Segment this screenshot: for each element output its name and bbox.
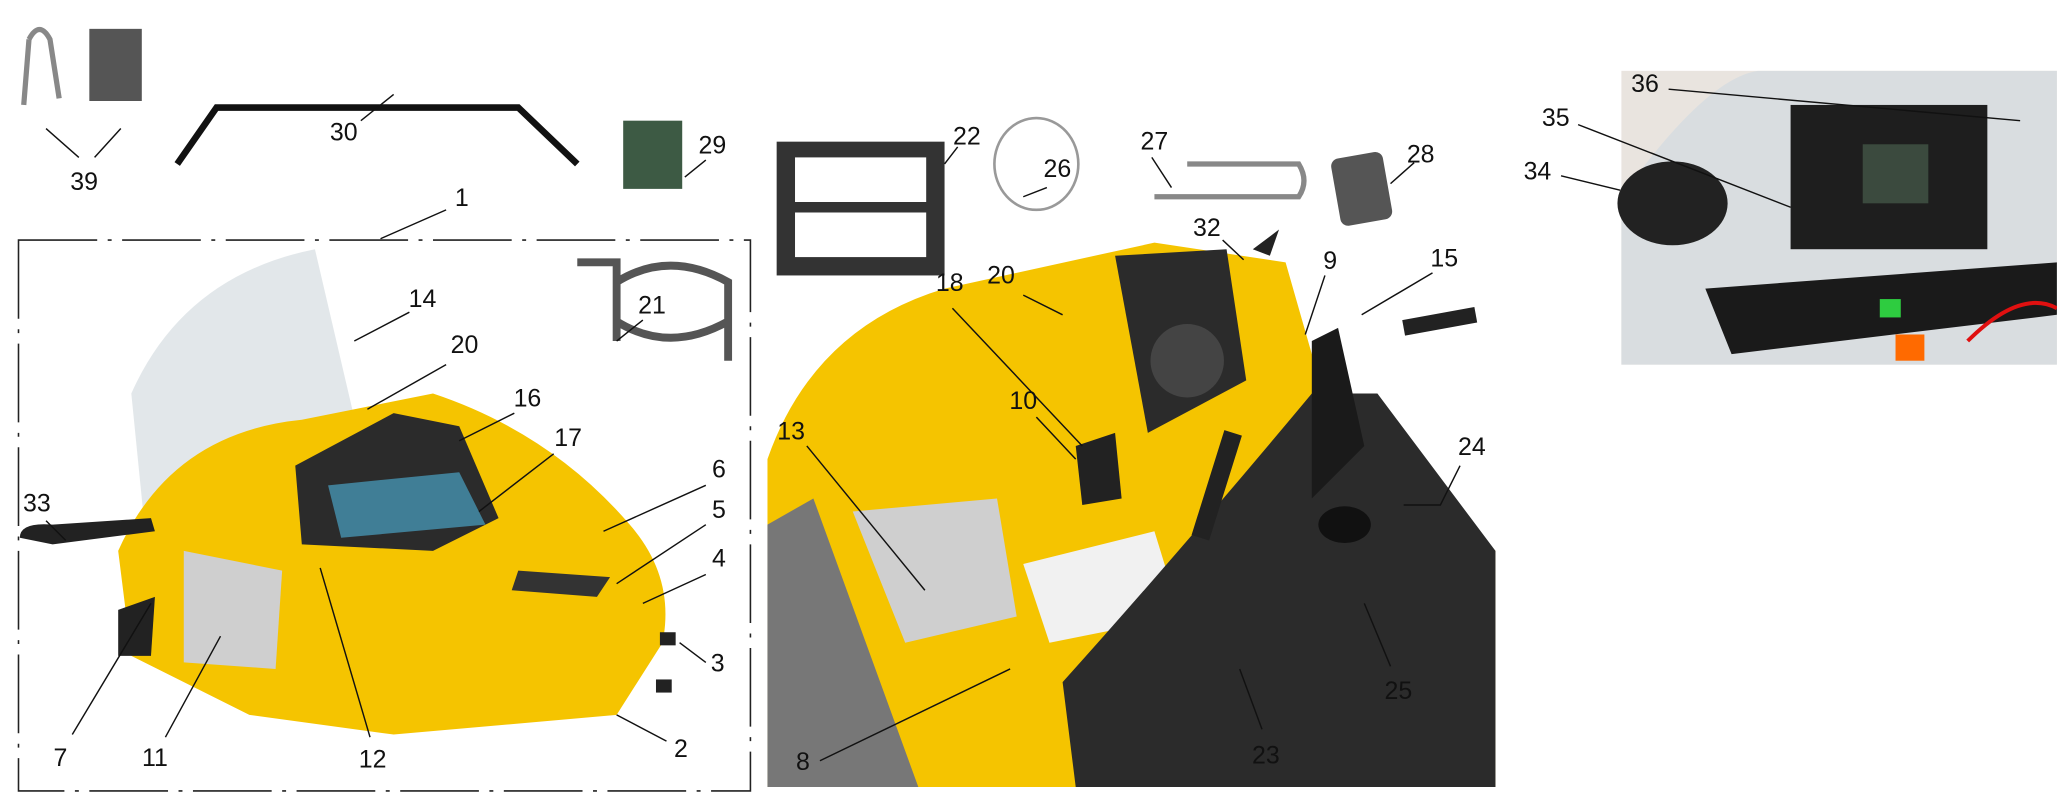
leader-line-32	[1222, 239, 1245, 261]
callout-label-25: 25	[1385, 677, 1413, 705]
callout-label-12: 12	[359, 745, 387, 773]
plate-22-part	[776, 141, 945, 276]
leader-line-27	[1151, 157, 1173, 188]
leader-line-2	[616, 714, 667, 742]
leader-line-33	[45, 520, 67, 541]
callout-label-5: 5	[712, 496, 726, 524]
leader-line-3	[679, 642, 707, 663]
callout-label-35: 35	[1542, 104, 1570, 132]
leader-line-15	[1361, 272, 1433, 316]
leader-line-6	[603, 484, 707, 532]
hood-assembly-part	[118, 249, 676, 735]
callout-label-32: 32	[1193, 214, 1221, 242]
callout-label-28: 28	[1407, 141, 1435, 169]
leader-line-16	[458, 412, 515, 442]
assembly-1-frame	[17, 239, 752, 792]
callout-label-11: 11	[142, 744, 168, 772]
leader-line-35	[1577, 123, 1791, 208]
leader-line-14	[353, 311, 410, 342]
callout-label-26: 26	[1043, 155, 1071, 183]
leader-line-12	[319, 567, 371, 738]
callout-label-34: 34	[1524, 158, 1552, 186]
callout-label-20: 20	[987, 261, 1015, 289]
leader-line-11	[164, 635, 222, 738]
callout-label-14: 14	[409, 285, 437, 313]
callout-label-8: 8	[796, 748, 810, 776]
leader-line-8	[819, 668, 1011, 762]
rod-27-part	[1154, 161, 1307, 200]
callout-label-17: 17	[554, 424, 582, 452]
leader-line-17	[478, 453, 555, 513]
callout-label-16: 16	[514, 385, 542, 413]
callout-label-13: 13	[777, 417, 805, 445]
callout-label-22: 22	[953, 122, 981, 150]
leader-line-18	[951, 307, 1083, 447]
clip-39-part	[21, 26, 142, 106]
callout-label-30: 30	[330, 118, 358, 146]
leader-line-39	[94, 128, 122, 158]
callout-label-39: 39	[70, 168, 98, 196]
handlebar-photo	[1617, 70, 2057, 365]
leader-line-9	[1304, 275, 1326, 335]
leader-line-36	[1668, 88, 2021, 122]
leader-line-30	[360, 93, 395, 122]
callout-label-4: 4	[712, 545, 726, 573]
leader-line-26	[1022, 186, 1048, 198]
leader-line-22	[943, 146, 959, 165]
callout-label-21: 21	[638, 291, 666, 319]
leader-line-7	[71, 603, 152, 735]
leader-line-25	[1363, 603, 1392, 667]
bracket-30-part	[174, 104, 580, 167]
leader-line-4	[642, 573, 707, 605]
callout-label-10: 10	[1009, 387, 1037, 415]
leader-line-39	[45, 128, 80, 158]
callout-label-33: 33	[23, 490, 51, 518]
snowmobile-photo	[767, 229, 1496, 788]
leader-line-10	[1035, 416, 1077, 460]
leader-line-20	[1022, 294, 1063, 316]
callout-label-24: 24	[1458, 433, 1486, 461]
leader-line-34	[1560, 175, 1621, 191]
callout-label-9: 9	[1323, 247, 1337, 275]
callout-label-1: 1	[455, 184, 469, 212]
leader-line-13	[806, 445, 926, 591]
callout-label-29: 29	[699, 131, 727, 159]
callout-label-2: 2	[674, 735, 688, 763]
bushing-28-part	[1331, 151, 1393, 226]
callout-label-6: 6	[712, 455, 726, 483]
callout-label-36: 36	[1631, 70, 1659, 98]
cable-26-part	[993, 116, 1080, 212]
callout-label-18: 18	[936, 269, 964, 297]
callout-label-27: 27	[1141, 128, 1169, 156]
callout-label-20: 20	[451, 331, 479, 359]
leader-line-20	[367, 364, 447, 410]
leader-line-5	[616, 524, 707, 585]
callout-label-7: 7	[54, 744, 68, 772]
bracket-21-part	[577, 258, 733, 361]
clip-29-part	[623, 120, 683, 189]
leader-line-29	[684, 159, 707, 178]
leader-line-24	[1403, 465, 1461, 506]
callout-label-23: 23	[1252, 741, 1280, 769]
leader-line-21	[616, 319, 644, 342]
callout-label-3: 3	[711, 650, 725, 678]
leader-line-28	[1390, 162, 1415, 185]
leader-line-23	[1239, 668, 1263, 730]
leader-line-1	[380, 209, 447, 240]
strap-33-part	[19, 518, 155, 545]
callout-label-15: 15	[1430, 244, 1458, 272]
